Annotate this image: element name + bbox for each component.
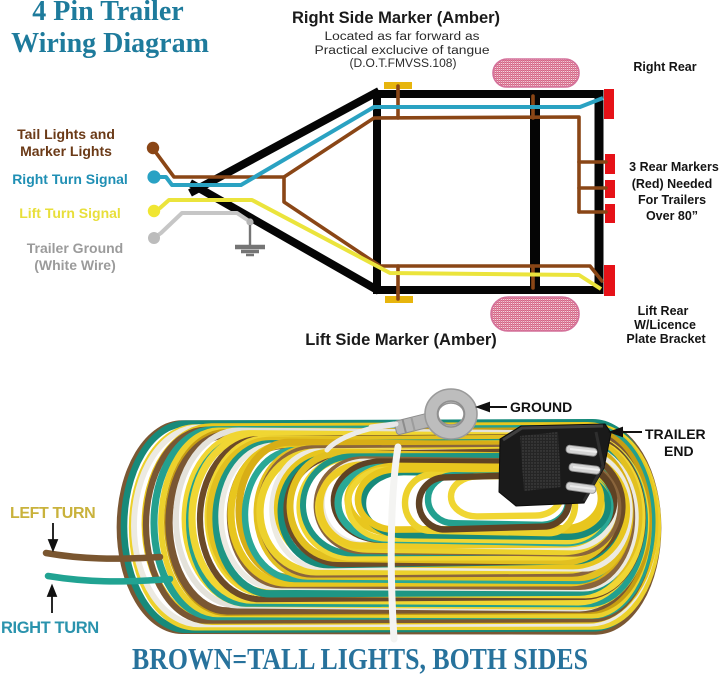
svg-text:Plate Bracket: Plate Bracket (626, 332, 706, 346)
svg-text:Marker Lights: Marker Lights (20, 143, 112, 159)
svg-text:TRAILER: TRAILER (645, 426, 706, 442)
svg-text:Lift Rear: Lift Rear (638, 304, 689, 318)
svg-text:Right Turn Signal: Right Turn Signal (12, 171, 128, 187)
svg-text:END: END (664, 443, 694, 459)
svg-text:Over 80”: Over 80” (646, 209, 698, 223)
svg-text:Lift Turn Signal: Lift Turn Signal (19, 205, 121, 221)
svg-text:Lift Side Marker (Amber): Lift Side Marker (Amber) (305, 331, 497, 349)
svg-text:Right Side Marker (Amber): Right Side Marker (Amber) (292, 9, 500, 27)
svg-text:(Red) Needed: (Red) Needed (632, 177, 713, 191)
svg-text:Right Rear: Right Rear (633, 60, 696, 74)
svg-text:Located as far forward as: Located as far forward as (325, 31, 480, 43)
svg-text:BROWN=TALL LIGHTS, BOTH SIDES: BROWN=TALL LIGHTS, BOTH SIDES (132, 641, 588, 676)
svg-text:W/Licence: W/Licence (634, 318, 696, 332)
svg-text:Trailer Ground: Trailer Ground (27, 240, 123, 256)
svg-text:(D.O.T.FMVSS.108): (D.O.T.FMVSS.108) (350, 58, 457, 70)
svg-text:(White Wire): (White Wire) (34, 257, 116, 273)
svg-text:4 Pin Trailer: 4 Pin Trailer (32, 0, 183, 27)
svg-text:Wiring Diagram: Wiring Diagram (11, 28, 209, 59)
svg-text:For Trailers: For Trailers (638, 193, 706, 207)
svg-text:3 Rear Markers: 3 Rear Markers (629, 160, 719, 174)
svg-text:GROUND: GROUND (510, 399, 572, 415)
svg-text:RIGHT TURN: RIGHT TURN (1, 619, 99, 637)
svg-text:Tail Lights and: Tail Lights and (17, 126, 115, 142)
svg-text:Practical exclucive of tangue: Practical exclucive of tangue (315, 45, 490, 57)
svg-text:LEFT TURN: LEFT TURN (10, 505, 95, 522)
